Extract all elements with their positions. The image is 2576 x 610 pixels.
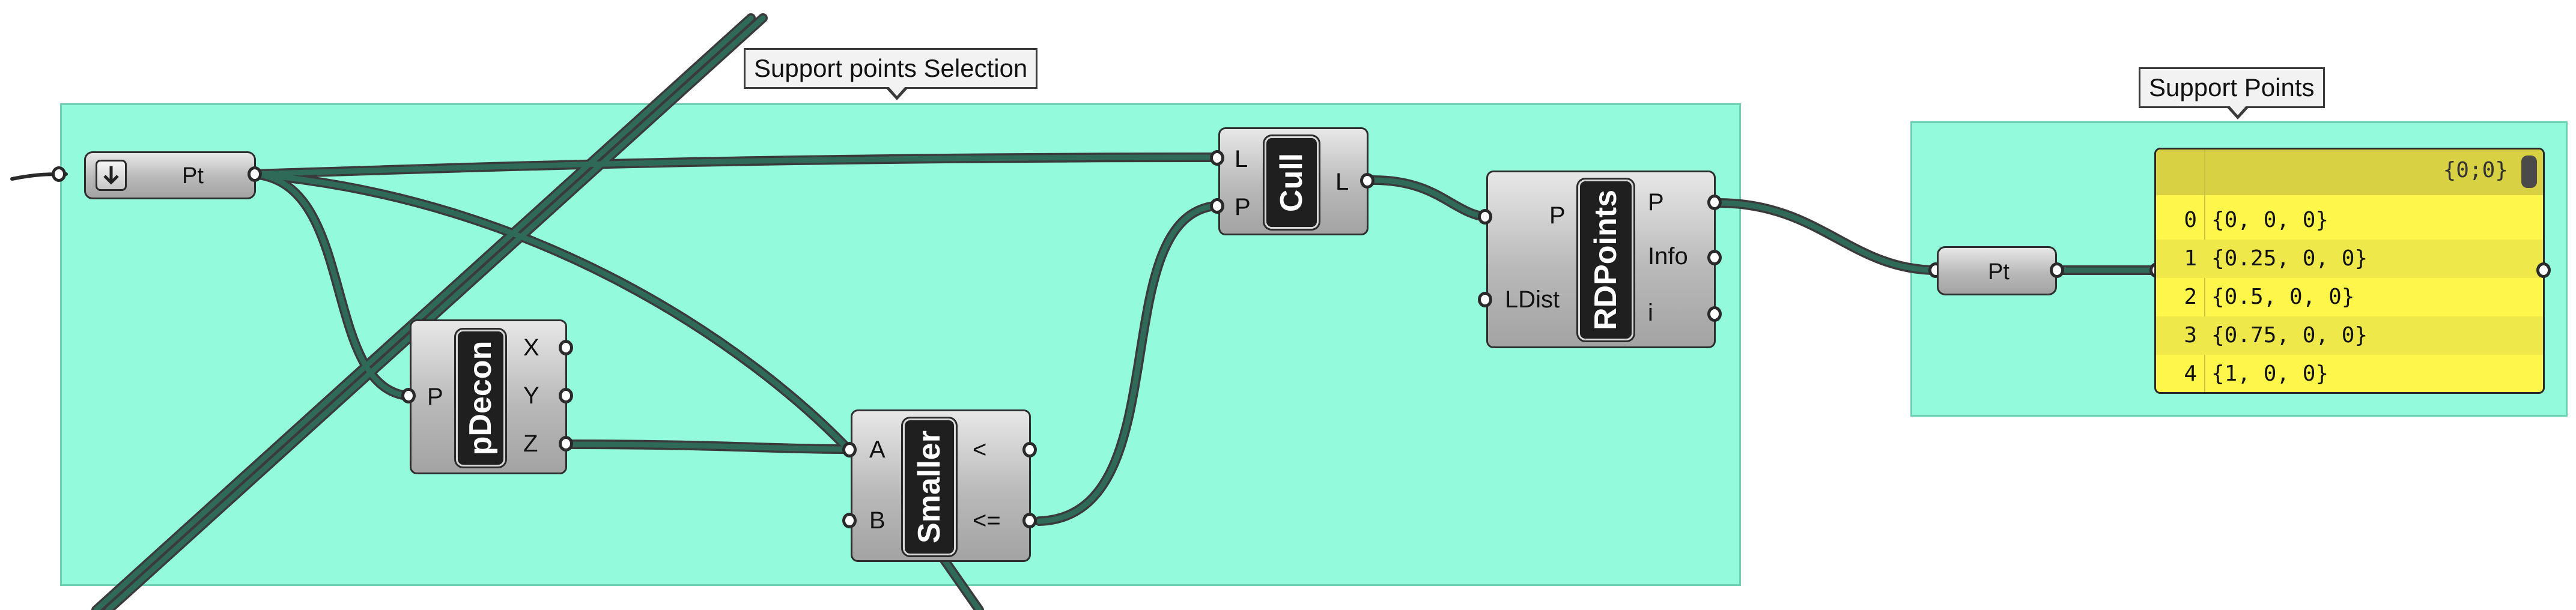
wire-smaller-to-cull-p	[1034, 201, 1228, 526]
cull-title-block: Cull	[1265, 136, 1319, 229]
panel-header	[2156, 149, 2543, 195]
cull-input-l: L	[1235, 146, 1248, 172]
callout-tail	[2226, 105, 2250, 119]
smaller-a-port[interactable]	[842, 442, 857, 458]
callout-text: Support Points	[2149, 73, 2315, 101]
pdecon-title: pDecon	[463, 340, 498, 456]
smaller-output-lt: <	[973, 436, 987, 463]
support-points-panel[interactable]: {0;0} 0 {0, 0, 0} 1 {0.25, 0, 0} 2 {0.5,…	[2154, 148, 2545, 394]
row-index: 3	[2184, 323, 2197, 348]
cull-input-p: P	[1235, 194, 1251, 220]
row-index: 2	[2184, 285, 2197, 309]
pdecon-p-port[interactable]	[401, 388, 416, 403]
smaller-component[interactable]: A B Smaller < <=	[851, 409, 1031, 562]
smaller-lte-port[interactable]	[1022, 513, 1037, 528]
pt-input-param[interactable]: Pt	[84, 151, 256, 199]
pt-input-label: Pt	[182, 163, 204, 189]
group-label-support-points: Support Points	[2139, 67, 2325, 119]
pdecon-output-x: X	[523, 334, 539, 361]
cull-l-output-port[interactable]	[1360, 173, 1375, 189]
cull-l-port[interactable]	[1210, 150, 1224, 166]
smaller-lt-port[interactable]	[1022, 442, 1037, 458]
panel-row[interactable]: 1 {0.25, 0, 0}	[2156, 240, 2543, 278]
smaller-title: Smaller	[912, 430, 947, 543]
callout-tail	[885, 86, 909, 100]
pdecon-component[interactable]: P pDecon X Y Z	[410, 319, 567, 474]
rdpoints-output-p: P	[1648, 189, 1664, 216]
rdpoints-component[interactable]: P LDist RDPoints P Info i	[1486, 171, 1716, 348]
panel-row[interactable]: 3 {0.75, 0, 0}	[2156, 316, 2543, 355]
panel-row[interactable]: 4 {1, 0, 0}	[2156, 355, 2543, 392]
group-label-support-points-selection: Support points Selection	[744, 48, 1038, 100]
row-index: 0	[2184, 208, 2197, 232]
cull-p-port[interactable]	[1210, 198, 1224, 214]
pdecon-input-p: P	[427, 384, 443, 410]
panel-output-port[interactable]	[2536, 262, 2551, 278]
wire-rdpoints-to-pt	[1713, 198, 1942, 275]
callout-text: Support points Selection	[754, 54, 1028, 82]
pdecon-z-port[interactable]	[559, 436, 573, 451]
row-index: 4	[2184, 361, 2197, 386]
row-index: 1	[2184, 246, 2197, 271]
smaller-input-b: B	[869, 507, 886, 534]
row-value: {0, 0, 0}	[2211, 208, 2329, 232]
rdpoints-i-port[interactable]	[1707, 306, 1722, 322]
smaller-b-port[interactable]	[842, 513, 857, 528]
rdpoints-output-info: Info	[1648, 243, 1688, 270]
cull-title: Cull	[1274, 152, 1309, 213]
pdecon-y-port[interactable]	[559, 388, 573, 403]
rdpoints-p-port[interactable]	[1478, 209, 1492, 225]
rdpoints-info-port[interactable]	[1707, 250, 1722, 265]
smaller-title-block: Smaller	[903, 418, 956, 555]
pdecon-title-block: pDecon	[456, 330, 505, 467]
row-value: {0.25, 0, 0}	[2211, 246, 2368, 271]
cull-component[interactable]: L P Cull L	[1218, 127, 1368, 235]
wire-pt-to-pdecon	[248, 169, 419, 401]
row-value: {0.75, 0, 0}	[2211, 323, 2368, 348]
rdpoints-input-p: P	[1549, 202, 1566, 229]
row-value: {0.5, 0, 0}	[2211, 285, 2355, 309]
pt-input-port[interactable]	[52, 166, 66, 182]
rdpoints-output-i: i	[1648, 300, 1653, 326]
arrow-down-icon[interactable]	[96, 160, 127, 191]
rdpoints-input-ldist: LDist	[1505, 286, 1560, 313]
rdpoints-title-block: RDPoints	[1578, 180, 1633, 340]
pdecon-output-y: Y	[523, 382, 539, 409]
rdpoints-title: RDPoints	[1588, 190, 1623, 330]
panel-row[interactable]: 2 {0.5, 0, 0}	[2156, 278, 2543, 316]
pt-output-label: Pt	[1988, 259, 2009, 285]
smaller-output-lte: <=	[973, 507, 1001, 534]
panel-path: {0;0}	[2443, 158, 2508, 183]
smaller-input-a: A	[869, 436, 886, 463]
pt-output-param[interactable]: Pt	[1937, 246, 2057, 295]
rdpoints-p-output-port[interactable]	[1707, 195, 1722, 210]
pt-input-output-port[interactable]	[248, 166, 262, 182]
pdecon-output-z: Z	[523, 430, 538, 457]
row-value: {1, 0, 0}	[2211, 361, 2329, 386]
panel-row[interactable]: 0 {0, 0, 0}	[2156, 201, 2543, 240]
pt-output-port[interactable]	[2050, 262, 2064, 278]
panel-scrollbar[interactable]	[2521, 156, 2537, 188]
cull-output-l: L	[1335, 169, 1349, 195]
rdpoints-ldist-port[interactable]	[1478, 292, 1492, 307]
pdecon-x-port[interactable]	[559, 340, 573, 355]
